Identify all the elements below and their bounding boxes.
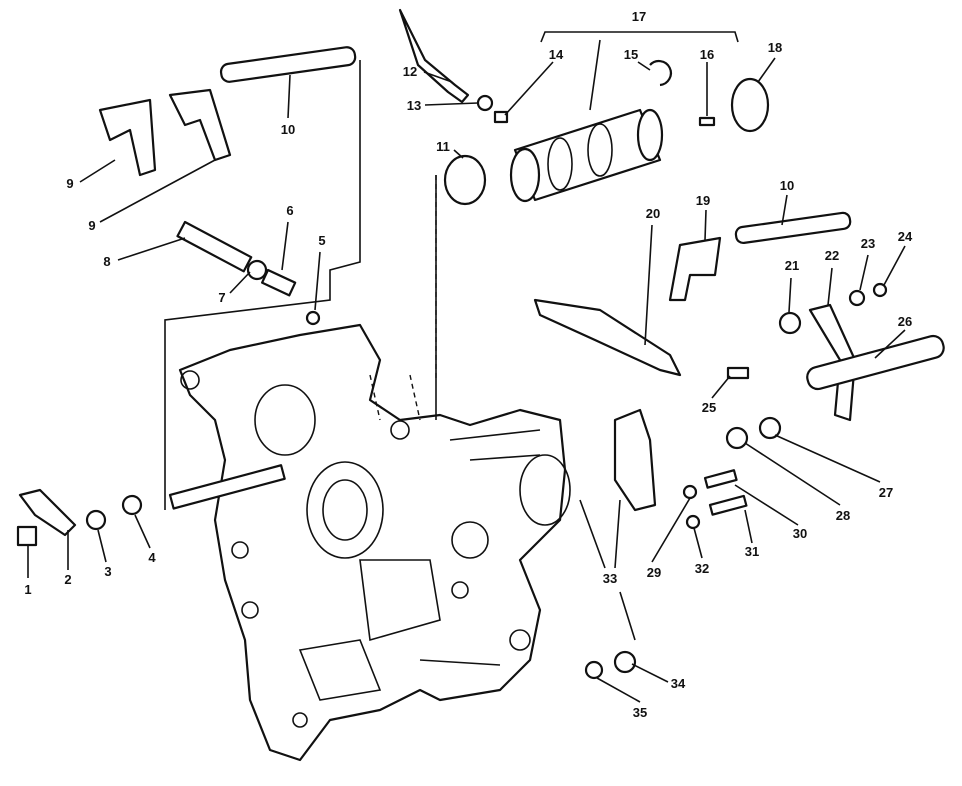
- callout-9a: 9: [66, 176, 73, 191]
- callout-1: 1: [24, 582, 31, 597]
- ring-18: [730, 77, 770, 133]
- callout-17: 17: [632, 9, 646, 24]
- callout-34: 34: [671, 676, 686, 691]
- washer-34: [613, 650, 637, 674]
- callout-27: 27: [879, 485, 893, 500]
- shaft-10b: [734, 211, 852, 245]
- callout-5: 5: [318, 233, 325, 248]
- callout-35: 35: [633, 705, 647, 720]
- shift-shaft: [806, 334, 945, 391]
- washer-11: [443, 154, 487, 206]
- callout-6: 6: [286, 203, 293, 218]
- pin-rod: [168, 464, 286, 510]
- callout-26: 26: [898, 314, 912, 329]
- fork-19: [668, 236, 722, 302]
- nut-24: [872, 282, 888, 298]
- selector-20: [533, 298, 682, 377]
- spring-21: [778, 311, 802, 335]
- screw-1: [16, 525, 38, 547]
- callout-9b: 9: [88, 218, 95, 233]
- callout-7: 7: [218, 290, 225, 305]
- callout-10b: 10: [780, 178, 794, 193]
- callout-33: 33: [603, 571, 617, 586]
- callout-8: 8: [103, 254, 110, 269]
- screw-31: [708, 494, 748, 516]
- spring-4: [121, 494, 143, 516]
- washer-3: [85, 509, 107, 531]
- callout-12: 12: [403, 64, 417, 79]
- callout-13: 13: [407, 98, 421, 113]
- callout-32: 32: [695, 561, 709, 576]
- callout-15: 15: [624, 47, 638, 62]
- plate-33: [613, 408, 657, 512]
- nut-29: [682, 484, 698, 500]
- washer-28: [725, 426, 749, 450]
- callout-16: 16: [700, 47, 714, 62]
- pin-16: [698, 116, 716, 127]
- callout-24: 24: [898, 229, 913, 244]
- callout-30: 30: [793, 526, 807, 541]
- callout-2: 2: [64, 572, 71, 587]
- callout-10a: 10: [281, 122, 295, 137]
- plate-2: [18, 488, 77, 537]
- shift-drum: [509, 108, 664, 203]
- callout-11: 11: [436, 139, 450, 154]
- washer-23: [848, 289, 866, 307]
- screw-30: [703, 469, 738, 489]
- callout-22: 22: [825, 248, 839, 263]
- spring-6: [260, 268, 297, 297]
- fork-9a: [98, 98, 157, 177]
- callout-3: 3: [104, 564, 111, 579]
- callout-18: 18: [768, 40, 782, 55]
- callout-21: 21: [785, 258, 799, 273]
- circlip-15: [649, 59, 672, 87]
- callout-29: 29: [647, 565, 661, 580]
- callout-31: 31: [745, 544, 759, 559]
- pin-14: [493, 110, 509, 124]
- callout-labels: 1 2 3 4 5 6 7 8 9 9 10 10 11 12 13 14 15…: [24, 9, 913, 720]
- shaft-10: [219, 46, 357, 83]
- callout-4: 4: [148, 550, 156, 565]
- ball-5: [305, 310, 321, 326]
- washer-7: [246, 259, 268, 281]
- sensor-12: [398, 8, 470, 104]
- pin-25: [726, 366, 750, 380]
- bolt-8: [176, 220, 253, 273]
- callout-28: 28: [836, 508, 850, 523]
- crankcase-half: [178, 323, 571, 762]
- leader-lines: [27, 31, 906, 703]
- circlip-35: [584, 660, 604, 680]
- spring-27: [758, 416, 782, 440]
- callout-25: 25: [702, 400, 716, 415]
- callout-14: 14: [549, 47, 564, 62]
- washer-13: [476, 94, 494, 112]
- nut-32: [685, 514, 701, 530]
- callout-23: 23: [861, 236, 875, 251]
- callout-20: 20: [646, 206, 660, 221]
- callout-19: 19: [696, 193, 710, 208]
- fork-9b: [168, 88, 232, 162]
